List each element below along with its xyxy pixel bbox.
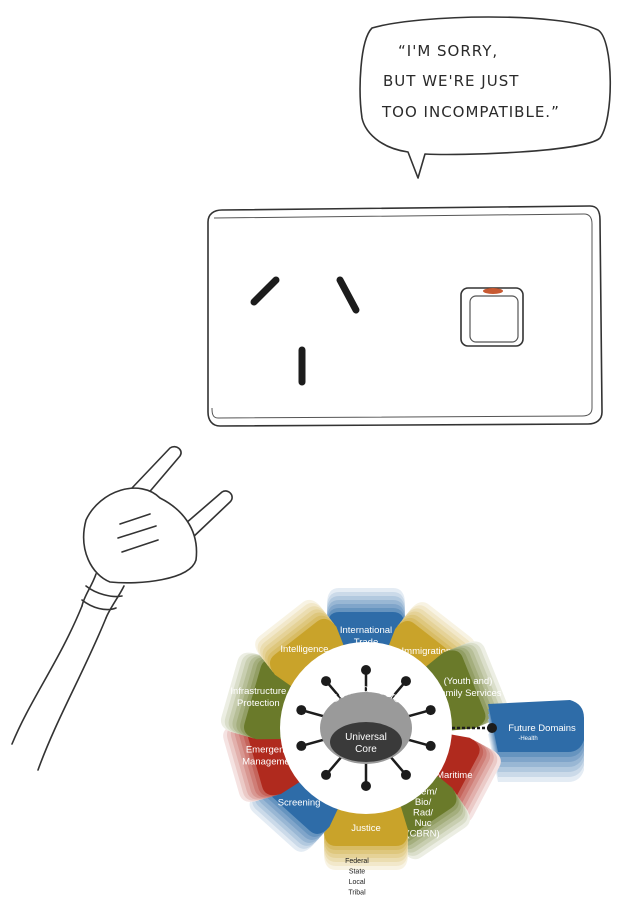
core-spoke-node <box>361 665 371 675</box>
petal-label-cbrn-2: Bio/ <box>415 797 432 808</box>
petal-label-cbrn-4: Nuc <box>415 818 432 829</box>
petal-label-infrastructure-protection-1: Infrastructure <box>230 686 286 697</box>
justice-tier-state: State <box>349 869 365 876</box>
universal-core-label-2: Core <box>355 744 377 755</box>
petal-label-justice-1: Justice <box>351 823 381 834</box>
petal-label-cbrn-5: (CBRN) <box>406 829 439 840</box>
core-spoke-node <box>321 770 331 780</box>
core-spoke-node <box>401 676 411 686</box>
justice-tier-tribal: Tribal <box>348 890 366 897</box>
core-spoke-node <box>321 676 331 686</box>
petal-sublabel-future-domains: -Health <box>518 736 537 742</box>
petal-label-cbrn-3: Rad/ <box>413 808 433 819</box>
justice-tier-local: Local <box>349 879 366 886</box>
petal-label-future-domains-1: Future Domains <box>508 723 576 734</box>
core-spoke-node <box>426 705 436 715</box>
justice-tier-federal: Federal <box>345 858 369 865</box>
core-spoke-node <box>296 741 306 751</box>
universal-core-label-1: Universal <box>345 732 387 743</box>
petal-future-domains: Future Domains -Health <box>488 700 584 782</box>
petal-label-screening-1: Screening <box>278 797 321 808</box>
petal-label-international-trade-1: International <box>340 625 392 636</box>
core-spoke-node <box>361 781 371 791</box>
petal-label-infrastructure-protection-2: Protection <box>237 698 280 709</box>
core-spoke-node <box>401 770 411 780</box>
core-spoke-node <box>296 705 306 715</box>
core-spoke-node <box>426 741 436 751</box>
petal-label-youth-family-1: (Youth and) <box>444 676 493 687</box>
petal-label-intelligence-1: Intelligence <box>280 644 328 655</box>
